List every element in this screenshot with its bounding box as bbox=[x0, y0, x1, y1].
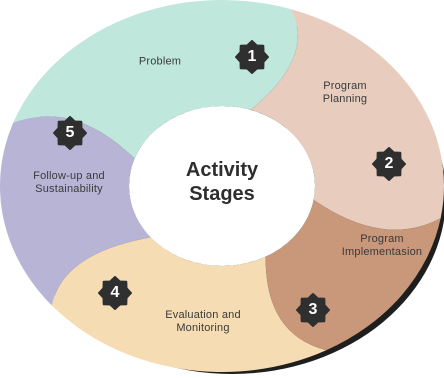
stage-3-label: Program Implementasion bbox=[342, 233, 422, 259]
stage-2-number: 2 bbox=[384, 155, 394, 172]
stage-5-label-line1: Follow-up and bbox=[33, 170, 105, 182]
center-title: Activity Stages bbox=[186, 158, 258, 206]
center-title-line2: Stages bbox=[189, 183, 255, 205]
badge-seal-icon bbox=[296, 293, 330, 327]
stage-3-label-line2: Implementasion bbox=[341, 246, 423, 258]
stage-3-badge: 3 bbox=[296, 293, 330, 327]
stage-4-label-line2: Monitoring bbox=[176, 322, 230, 334]
stage-3-number: 3 bbox=[308, 301, 318, 318]
stage-5-label-line2: Sustainability bbox=[35, 183, 103, 195]
stage-4-number: 4 bbox=[110, 284, 120, 301]
ring-segment-1 bbox=[13, 0, 298, 159]
stage-1-number: 1 bbox=[247, 48, 257, 65]
stage-4-label: Evaluation and Monitoring bbox=[165, 309, 241, 335]
stage-1-badge: 1 bbox=[235, 40, 269, 74]
stage-2-label-line2: Planning bbox=[322, 93, 368, 105]
ring-segment-4 bbox=[51, 237, 327, 372]
center-circle bbox=[129, 106, 315, 266]
badge-seal-icon bbox=[53, 116, 87, 150]
stage-4-badge: 4 bbox=[98, 276, 132, 310]
badge-seal-icon bbox=[98, 276, 132, 310]
stage-1-label: Problem bbox=[139, 56, 181, 69]
stage-2-label: Program Planning bbox=[323, 80, 367, 106]
stage-5-number: 5 bbox=[65, 124, 75, 141]
stage-2-badge: 2 bbox=[372, 147, 406, 181]
center-title-line1: Activity bbox=[185, 159, 259, 181]
badge-seal-icon bbox=[235, 40, 269, 74]
stage-2-label-line1: Program bbox=[323, 80, 367, 92]
stage-1-label-line1: Problem bbox=[138, 55, 182, 68]
stage-3-label-line1: Program bbox=[360, 233, 404, 245]
badge-seal-icon bbox=[372, 147, 406, 181]
stage-5-badge: 5 bbox=[53, 116, 87, 150]
ring-segment-5 bbox=[0, 116, 151, 306]
stage-4-label-line1: Evaluation and bbox=[165, 309, 241, 321]
stage-5-label: Follow-up and Sustainability bbox=[33, 170, 105, 196]
